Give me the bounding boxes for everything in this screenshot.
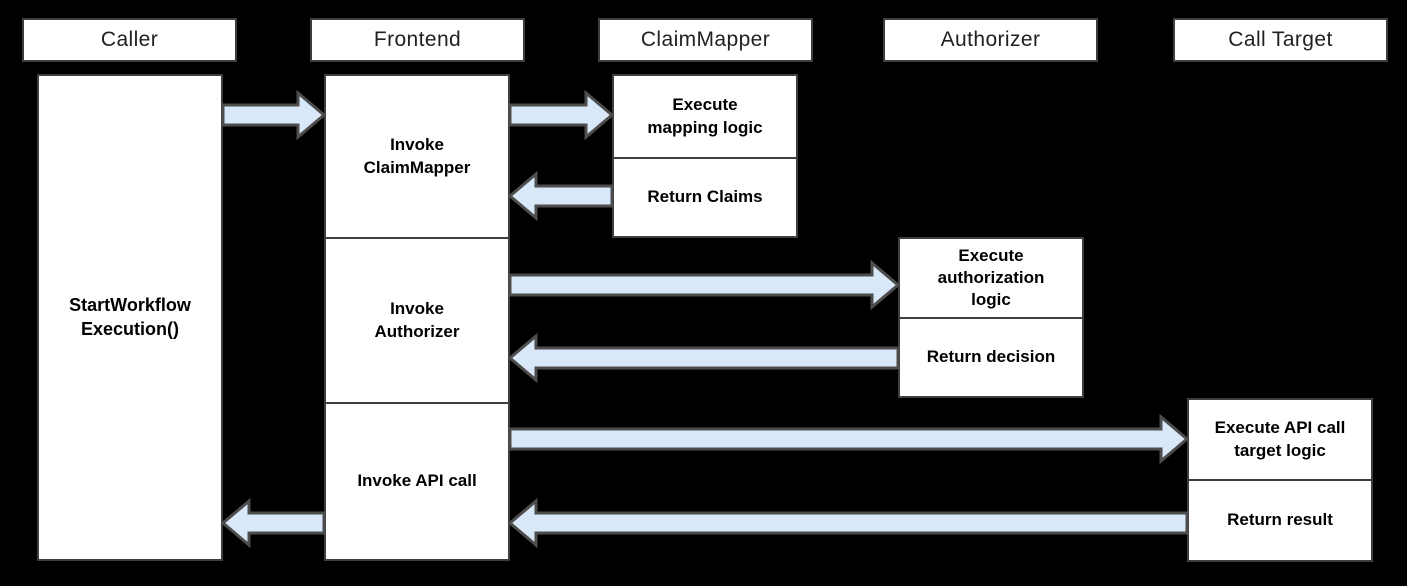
arrow-frontend-to-authorizer [508, 259, 901, 311]
segment-invoke-api-call: Invoke API call [326, 402, 508, 559]
arrow-calltarget-to-frontend [507, 497, 1189, 549]
lifeline-header-claimmapper: ClaimMapper [598, 18, 813, 62]
lifeline-header-caller: Caller [22, 18, 237, 62]
segment-invoke-authorizer: Invoke Authorizer [326, 237, 508, 402]
return-decision-label: Return decision [926, 347, 1056, 367]
segment-return-decision: Return decision [900, 317, 1082, 396]
activation-claimmapper: Execute mapping logic Return Claims [612, 74, 798, 238]
return-result-label: Return result [1227, 510, 1333, 530]
invoke-claimmapper-label: Invoke ClaimMapper [363, 135, 471, 177]
execute-api-call-target-logic-label: Execute API call target logic [1214, 418, 1346, 460]
segment-execute-mapping-logic: Execute mapping logic [614, 76, 796, 157]
caller-step-label: StartWorkflow Execution() [69, 295, 191, 339]
segment-invoke-claimmapper: Invoke ClaimMapper [326, 76, 508, 237]
activation-frontend: Invoke ClaimMapper Invoke Authorizer Inv… [324, 74, 510, 561]
segment-return-claims: Return Claims [614, 157, 796, 236]
arrow-frontend-to-caller [220, 497, 326, 549]
lifeline-frontend-label: Frontend [373, 28, 462, 51]
arrow-caller-to-frontend [221, 89, 327, 141]
return-claims-label: Return Claims [647, 187, 763, 207]
lifeline-header-calltarget: Call Target [1173, 18, 1388, 62]
invoke-api-call-label: Invoke API call [357, 471, 477, 491]
segment-execute-api-call-target-logic: Execute API call target logic [1189, 400, 1371, 479]
arrow-authorizer-to-frontend [507, 332, 900, 384]
lifeline-header-frontend: Frontend [310, 18, 525, 62]
execute-authorization-logic-label: Execute authorization logic [937, 245, 1045, 310]
arrow-frontend-to-calltarget [508, 413, 1190, 465]
lifeline-header-authorizer: Authorizer [883, 18, 1098, 62]
activation-caller: StartWorkflow Execution() [37, 74, 223, 561]
activation-authorizer: Execute authorization logic Return decis… [898, 237, 1084, 398]
lifeline-claimmapper-label: ClaimMapper [640, 28, 771, 51]
lifeline-calltarget-label: Call Target [1228, 28, 1333, 51]
arrow-claimmapper-to-frontend [507, 170, 614, 222]
activation-calltarget: Execute API call target logic Return res… [1187, 398, 1373, 562]
segment-return-result: Return result [1189, 479, 1371, 560]
execute-mapping-logic-label: Execute mapping logic [647, 95, 763, 137]
arrow-frontend-to-claimmapper [508, 89, 615, 141]
segment-execute-authorization-logic: Execute authorization logic [900, 239, 1082, 317]
lifeline-caller-label: Caller [100, 28, 159, 51]
lifeline-authorizer-label: Authorizer [940, 28, 1041, 51]
invoke-authorizer-label: Invoke Authorizer [374, 299, 460, 341]
